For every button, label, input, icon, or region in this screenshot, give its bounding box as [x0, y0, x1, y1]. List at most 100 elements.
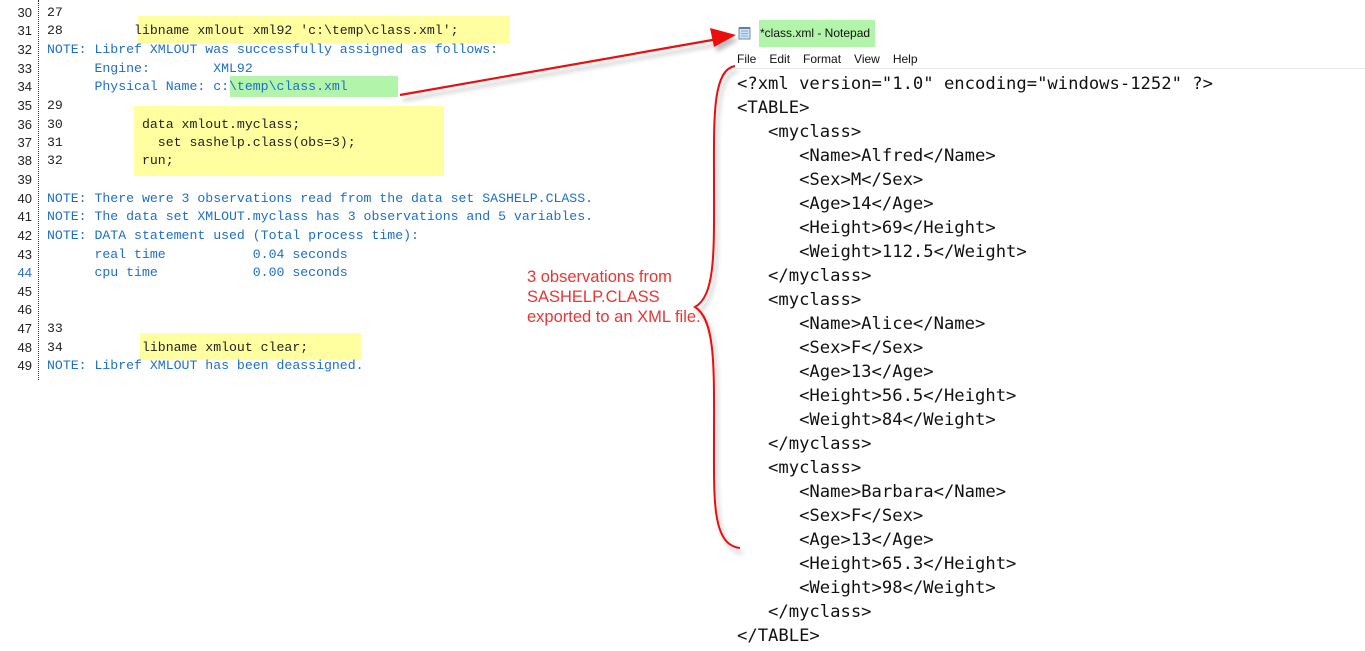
line-number: 37 [17, 135, 32, 150]
line-number: 42 [17, 228, 32, 243]
log-line: 44 cpu time 0.00 seconds [0, 264, 720, 282]
gutter-divider [38, 0, 39, 380]
log-line: 45 [0, 283, 720, 301]
xml-line: <Height>56.5</Height> [737, 386, 1017, 406]
log-code-text: 32 run; [47, 153, 174, 168]
xml-line: <Weight>112.5</Weight> [737, 242, 1027, 262]
text-editor[interactable]: <?xml version="1.0" encoding="windows-12… [737, 72, 1213, 648]
xml-line: <Age>13</Age> [737, 362, 934, 382]
line-number: 31 [17, 23, 32, 38]
window-title: *class.xml - Notepad [760, 26, 871, 40]
line-number: 30 [17, 5, 32, 20]
log-code-text: 30 data xmlout.myclass; [47, 117, 301, 132]
log-line: 46 [0, 301, 720, 319]
log-line: 33 Engine: XML92 [0, 60, 720, 78]
xml-line: </myclass> [737, 434, 872, 454]
log-code-text: 33 [47, 321, 63, 336]
xml-line: </TABLE> [737, 626, 820, 646]
log-note-text: NOTE: DATA statement used (Total process… [47, 228, 419, 243]
xml-line: <Weight>98</Weight> [737, 578, 996, 598]
menu-file[interactable]: File [737, 52, 757, 66]
xml-line: <Name>Alice</Name> [737, 314, 986, 334]
xml-line: <Sex>F</Sex> [737, 338, 924, 358]
log-note-text: Engine: XML92 [47, 61, 253, 76]
log-line: 43 real time 0.04 seconds [0, 246, 720, 264]
log-code-text: 28 libname xmlout xml92 'c:\temp\class.x… [47, 23, 459, 38]
data-step-highlight [134, 106, 444, 176]
xml-line: <Weight>84</Weight> [737, 410, 996, 430]
menu-help[interactable]: Help [892, 52, 918, 66]
physical-name-highlight [230, 76, 398, 97]
log-line: 32 NOTE: Libref XMLOUT was successfully a… [0, 41, 720, 59]
line-number: 40 [17, 191, 32, 206]
line-number: 47 [17, 321, 32, 336]
line-number: 48 [17, 340, 32, 355]
log-line: 37 31 set sashelp.class(obs=3); [0, 134, 720, 152]
title-highlight [759, 20, 875, 47]
log-note-text: Physical Name: c:\temp\class.xml [47, 79, 348, 94]
line-number: 36 [17, 117, 32, 132]
line-number: 35 [17, 98, 32, 113]
log-line: 38 32 run; [0, 152, 720, 170]
xml-line: <Name>Alfred</Name> [737, 146, 996, 166]
log-line: 36 30 data xmlout.myclass; [0, 116, 720, 134]
log-note-text: NOTE: There were 3 observations read fro… [47, 191, 594, 206]
line-number: 41 [17, 209, 32, 224]
log-line: 48 34 libname xmlout clear; [0, 339, 720, 357]
menu-edit[interactable]: Edit [769, 52, 791, 66]
line-number: 32 [17, 42, 32, 57]
line-number: 49 [17, 358, 32, 373]
log-line: 34 Physical Name: c:\temp\class.xml [0, 78, 720, 96]
log-code-text: 27 [47, 5, 63, 20]
sas-log-panel: 30 27 31 28 libname xmlout xml92 'c:\temp\c… [0, 0, 720, 380]
line-number: 39 [17, 172, 32, 187]
line-number: 33 [17, 61, 32, 76]
log-code-text: 34 libname xmlout clear; [47, 340, 309, 355]
curly-brace [693, 65, 741, 549]
log-line: 35 29 [0, 97, 720, 115]
log-note-text: NOTE: The data set XMLOUT.myclass has 3 … [47, 209, 594, 224]
line-number: 34 [17, 79, 32, 94]
menu-bar: File Edit Format View Help [737, 52, 931, 66]
menu-divider [735, 68, 1365, 69]
line-number: 43 [17, 247, 32, 262]
arrow-head-icon [710, 28, 736, 47]
menu-view[interactable]: View [854, 52, 880, 66]
notepad-window[interactable]: *class.xml - Notepad File Edit Format View H… [735, 18, 1365, 651]
xml-line: <myclass> [737, 122, 862, 142]
xml-line: <Height>65.3</Height> [737, 554, 1017, 574]
line-number: 38 [17, 153, 32, 168]
xml-line: <?xml version="1.0" encoding="windows-12… [737, 74, 1213, 94]
log-line: 31 28 libname xmlout xml92 'c:\temp\class… [0, 22, 720, 40]
xml-line: </myclass> [737, 602, 872, 622]
log-line: 39 [0, 171, 720, 189]
notepad-icon [738, 27, 751, 40]
log-note-text: NOTE: Libref XMLOUT has been deassigned. [47, 358, 364, 373]
line-number: 46 [17, 302, 32, 317]
xml-line: <myclass> [737, 290, 862, 310]
line-number: 45 [17, 284, 32, 299]
xml-line: <Name>Barbara</Name> [737, 482, 1007, 502]
xml-line: <myclass> [737, 458, 862, 478]
log-line: 47 33 [0, 320, 720, 338]
log-note-text: real time 0.04 seconds [47, 247, 348, 262]
xml-line: <Age>13</Age> [737, 530, 934, 550]
log-code-text: 31 set sashelp.class(obs=3); [47, 135, 356, 150]
log-note-text: NOTE: Libref XMLOUT was successfully ass… [47, 42, 499, 57]
menu-format[interactable]: Format [803, 52, 842, 66]
libname-highlight [138, 16, 510, 43]
annotation-text: 3 observations from SASHELP.CLASS export… [527, 268, 701, 326]
log-note-text: cpu time 0.00 seconds [47, 265, 348, 280]
xml-line: <TABLE> [737, 98, 810, 118]
libname-clear-highlight [140, 333, 361, 360]
arrow-line [399, 37, 719, 97]
line-number: 44 [17, 265, 32, 280]
log-line: 41 NOTE: The data set XMLOUT.myclass has … [0, 208, 720, 226]
log-code-text: 29 [47, 98, 63, 113]
log-line: 42 NOTE: DATA statement used (Total proce… [0, 227, 720, 245]
log-line: 40 NOTE: There were 3 observations read f… [0, 190, 720, 208]
log-line: 49 NOTE: Libref XMLOUT has been deassigne… [0, 357, 720, 375]
xml-line: <Sex>F</Sex> [737, 506, 924, 526]
log-line: 30 27 [0, 4, 720, 22]
